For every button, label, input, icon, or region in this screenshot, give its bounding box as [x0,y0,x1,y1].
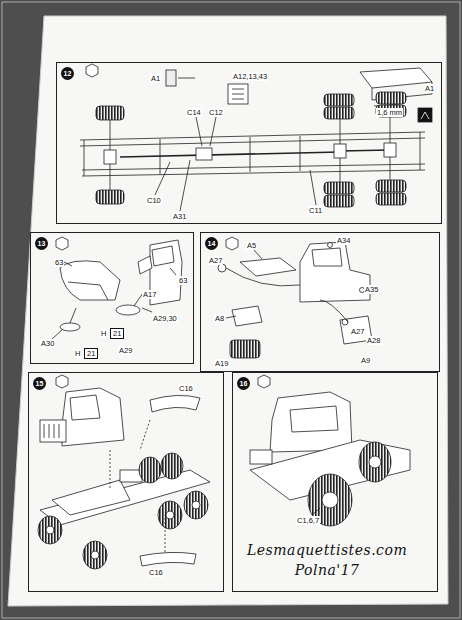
part-number: A19 [214,359,229,368]
part-number: 21 [84,348,98,359]
watermark: Lesmaquettistes.com [246,542,408,558]
step-panel: 12 [56,62,442,224]
part-number: 1,6 mm [376,108,403,117]
part-number: C14 [186,108,202,117]
part-number: A1 [150,74,161,83]
part-number: A30 [40,339,55,348]
part-number: 63 [54,258,64,267]
part-number: A1 [424,84,435,93]
part-number: A8 [214,314,225,323]
part-number: 63 [178,276,188,285]
part-number: C12 [208,108,224,117]
assembly-drawings [38,64,432,569]
part-number: A5 [246,241,257,250]
part-number: C10 [146,196,162,205]
step-number: 16 [237,377,250,390]
part-number: A29 [118,346,133,355]
part-number: A34 [336,236,351,245]
part-number: A35 [364,285,379,294]
step-panel: 14 [200,232,440,372]
part-number: A31 [172,212,187,221]
part-number: C1,6,7 [296,516,320,525]
step-number: 15 [33,377,46,390]
step-number: 14 [205,237,218,250]
part-number: A17 [142,290,157,299]
part-number: C16 [178,384,194,393]
part-number: A27 [208,256,223,265]
part-number: H [100,329,107,338]
watermark: Polna'17 [294,562,361,578]
step-number: 12 [61,67,74,80]
step-panel: 15 [28,372,224,592]
part-number: C11 [308,206,323,215]
part-number: A27 [350,327,365,336]
part-number: A12,13,43 [232,72,268,81]
part-number: A9 [360,356,371,365]
paper-sheet [8,16,448,606]
part-number: C16 [148,568,164,577]
part-number: A28 [366,336,381,345]
step-number: 13 [35,237,48,250]
part-number: 21 [110,328,124,339]
part-number: A29,30 [152,314,178,323]
step-panel: 16 [232,372,438,592]
part-number: H [74,349,81,358]
